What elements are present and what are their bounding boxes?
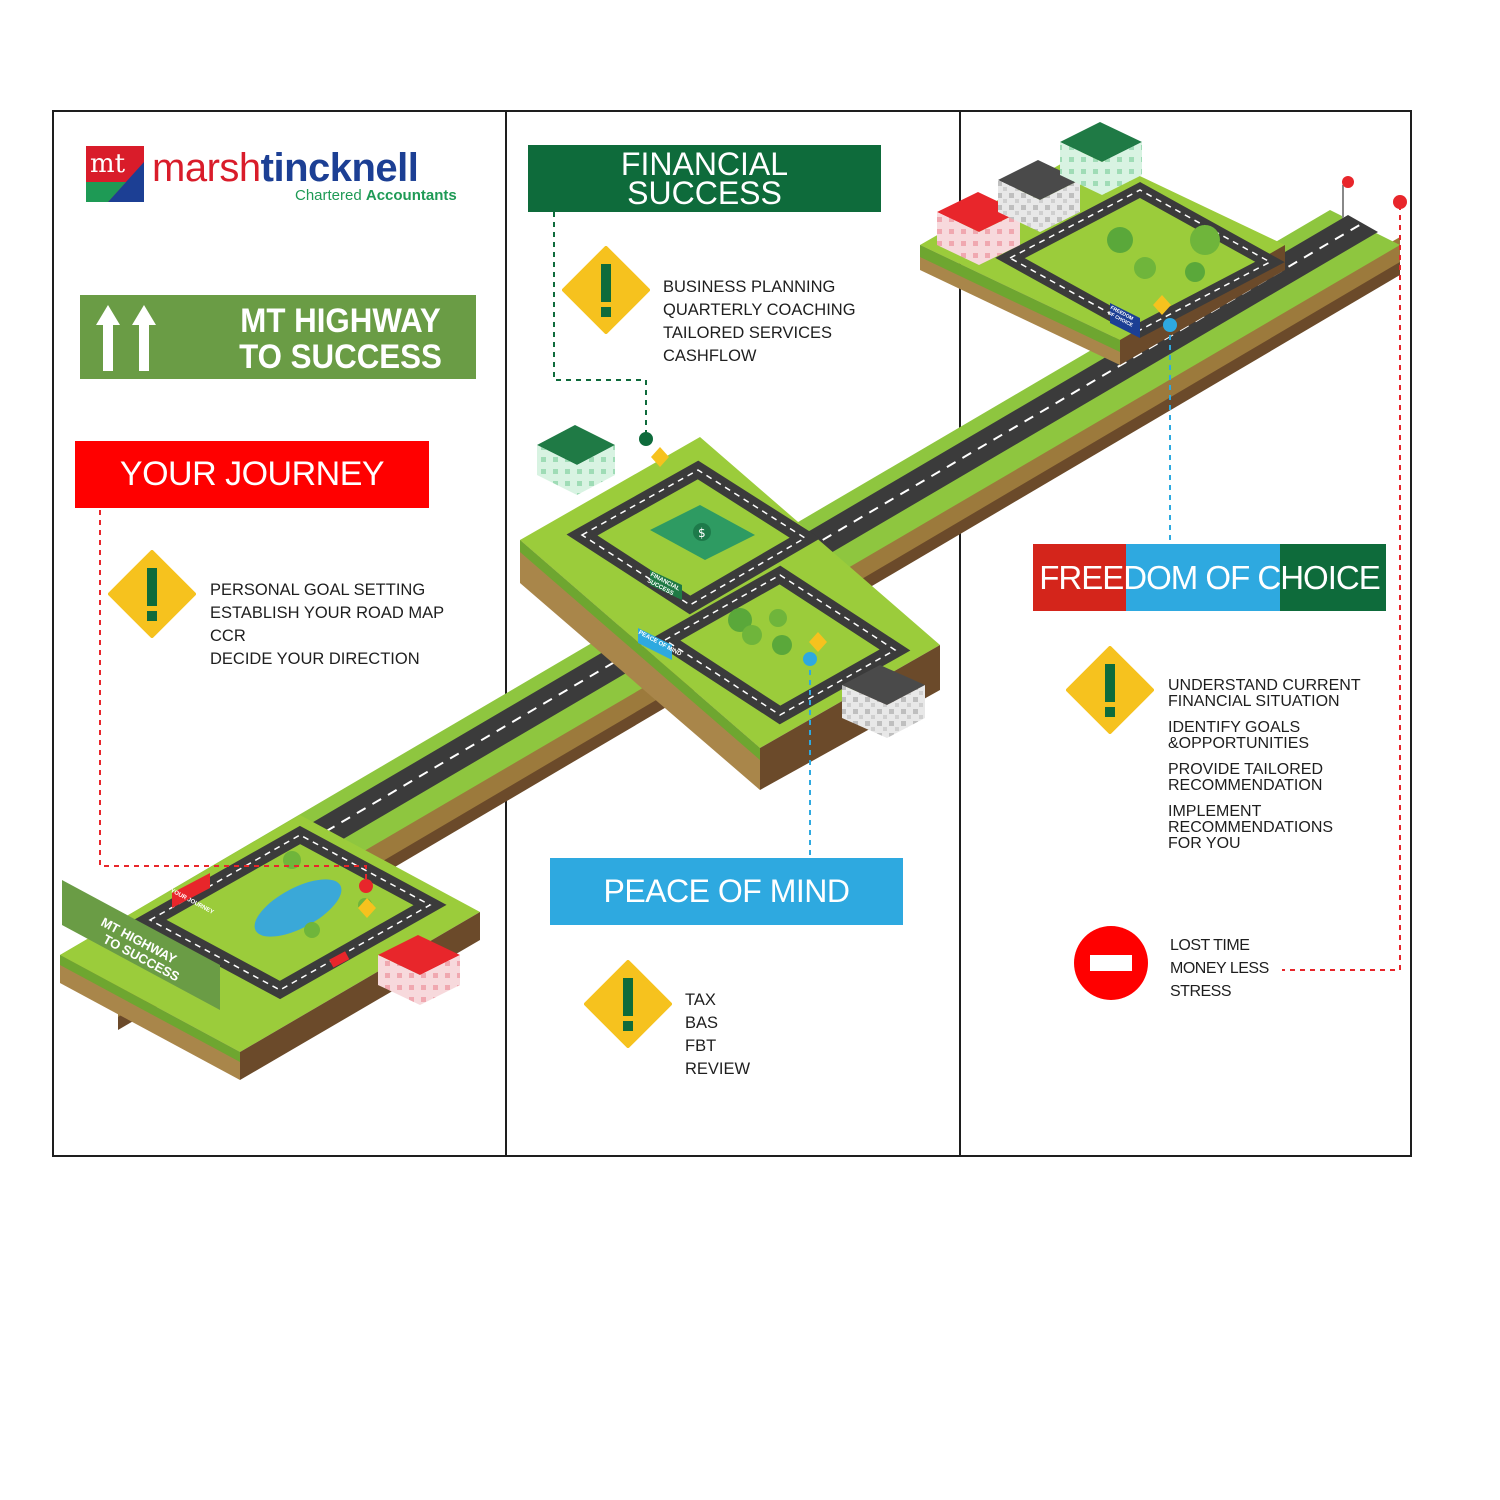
list-item: LOST TIME bbox=[1170, 937, 1250, 954]
list-item: BAS bbox=[685, 1014, 719, 1032]
your-journey-list: PERSONAL GOAL SETTING ESTABLISH YOUR ROA… bbox=[210, 579, 444, 671]
logo-mark-icon: mt bbox=[86, 146, 144, 202]
mt-highway-banner: MT HIGHWAY TO SUCCESS bbox=[80, 295, 476, 379]
freedom-connector-dot bbox=[1163, 318, 1177, 332]
stop-connector-dot bbox=[1393, 195, 1407, 209]
warning-icon bbox=[562, 246, 650, 334]
list-item: FBT bbox=[685, 1037, 717, 1055]
journey-connector-dot bbox=[359, 879, 373, 893]
dollar-note-icon: $ bbox=[698, 526, 706, 540]
mt-highway-title-line-2: TO SUCCESS bbox=[239, 338, 442, 376]
financial-connector-dot bbox=[639, 432, 653, 446]
financial-success-banner: FINANCIAL SUCCESS bbox=[528, 145, 881, 212]
panel-frame bbox=[52, 110, 1412, 1157]
peace-of-mind-list: TAX BAS FBT REVIEW bbox=[685, 989, 750, 1081]
logo-subtitle-part-2: Accountants bbox=[365, 187, 457, 204]
list-item: TAILORED SERVICES bbox=[663, 324, 833, 342]
list-item: REVIEW bbox=[685, 1060, 751, 1078]
list-item: MONEY LESS bbox=[1170, 960, 1269, 977]
up-arrows-icon bbox=[96, 305, 156, 371]
panel-divider-1 bbox=[505, 110, 507, 1157]
logo-subtitle: Chartered Accountants bbox=[295, 187, 457, 204]
list-item: ESTABLISH YOUR ROAD MAP bbox=[210, 604, 445, 622]
freedom-of-choice-list: UNDERSTAND CURRENT FINANCIAL SITUATION I… bbox=[1168, 678, 1361, 862]
warning-icon bbox=[108, 550, 196, 638]
logo-name: marshtincknell bbox=[152, 146, 419, 190]
financial-success-title-line-2: SUCCESS bbox=[627, 174, 782, 211]
freedom-block bbox=[920, 122, 1354, 365]
list-item: IDENTIFY GOALS &OPPORTUNITIES bbox=[1168, 719, 1310, 752]
peace-connector-dot bbox=[803, 652, 817, 666]
list-item: PERSONAL GOAL SETTING bbox=[210, 581, 426, 599]
freedom-of-choice-banner: FREEDOM OF CHOICE bbox=[1033, 544, 1386, 611]
logo-subtitle-part-1: Chartered bbox=[295, 187, 362, 204]
map-warning-signs bbox=[358, 295, 1171, 918]
logo-name-part-1: marsh bbox=[152, 146, 261, 190]
list-item: CCR bbox=[210, 627, 246, 645]
stop-list: LOST TIME MONEY LESS STRESS bbox=[1170, 934, 1269, 1003]
logo-name-part-2: tincknell bbox=[260, 146, 419, 190]
financial-success-list: BUSINESS PLANNING QUARTERLY COACHING TAI… bbox=[663, 276, 856, 368]
connector-lines bbox=[99, 205, 1401, 971]
svg-text:mt: mt bbox=[90, 149, 126, 179]
list-item: TAX bbox=[685, 991, 716, 1009]
warning-icon bbox=[584, 960, 672, 1048]
middle-block: $ bbox=[520, 425, 940, 790]
list-item: QUARTERLY COACHING bbox=[663, 301, 856, 319]
list-item: BUSINESS PLANNING bbox=[663, 278, 836, 296]
list-item: PROVIDE TAILORED RECOMMENDATION bbox=[1168, 761, 1323, 794]
mt-highway-title: MT HIGHWAY TO SUCCESS bbox=[228, 303, 453, 375]
freedom-of-choice-title: FREEDOM OF CHOICE bbox=[1039, 558, 1381, 596]
financial-success-title-line-1: FINANCIAL bbox=[620, 145, 789, 182]
stop-icon bbox=[1074, 926, 1148, 1000]
panel-divider-2 bbox=[959, 110, 961, 1157]
list-item: CASHFLOW bbox=[663, 347, 757, 365]
peace-of-mind-banner: PEACE OF MIND bbox=[550, 858, 903, 925]
list-item: UNDERSTAND CURRENT FINANCIAL SITUATION bbox=[1168, 677, 1361, 710]
mt-highway-title-line-1: MT HIGHWAY bbox=[240, 302, 441, 340]
list-item: IMPLEMENT RECOMMENDATIONS FOR YOU bbox=[1168, 803, 1334, 852]
your-journey-banner: YOUR JOURNEY bbox=[75, 441, 429, 508]
warning-icon bbox=[1066, 646, 1154, 734]
journey-block bbox=[60, 815, 480, 1080]
list-item: DECIDE YOUR DIRECTION bbox=[210, 650, 420, 668]
list-item: STRESS bbox=[1170, 983, 1232, 1000]
company-logo: mt marshtincknell Chartered Accountants bbox=[86, 146, 486, 206]
